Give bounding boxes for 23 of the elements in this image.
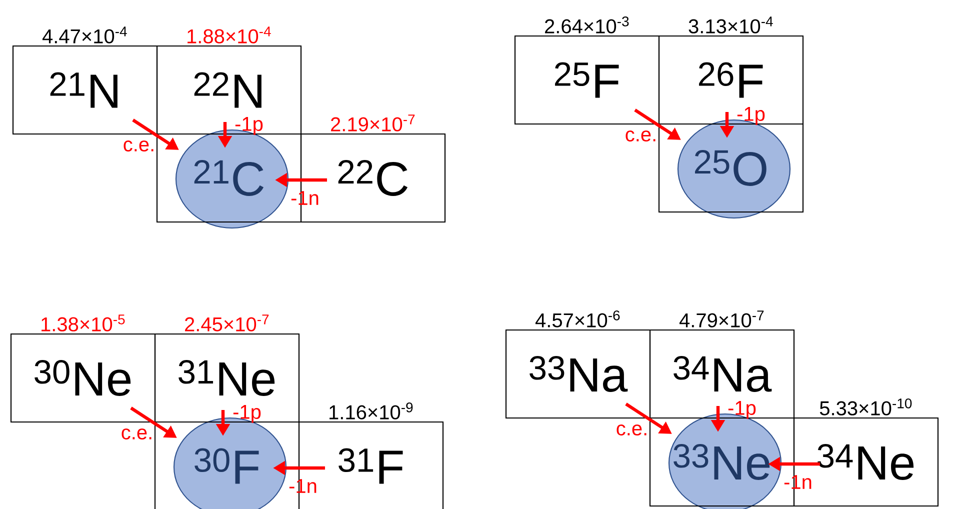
edge-label: c.e. <box>616 424 646 436</box>
value-label: 3.13×10$^{-4}$ <box>688 16 773 34</box>
value-label: 4.47×10$^{-4}$ <box>42 26 127 44</box>
edge-label: c.e. <box>626 130 656 142</box>
value-label: 1.38×10$^{-5}$ <box>42 314 125 332</box>
nuclide-box: $^{33}$Na <box>505 329 651 419</box>
value-label: 5.33×10$^{-10}$ <box>820 398 912 416</box>
value-label: 2.45×10$^{-7}$ <box>185 314 269 332</box>
value-label: 1.16×10$^{-9}$ <box>330 402 413 420</box>
value-label: 4.79×10$^{-7}$ <box>679 310 764 328</box>
edge-label: c.e. <box>124 140 154 152</box>
nuclide-box: $^{30}$Ne <box>10 333 156 423</box>
value-label: 2.64×10$^{-3}$ <box>545 16 629 34</box>
value-label: 4.57×10$^{-6}$ <box>535 310 620 328</box>
edge-label: -1p <box>728 401 756 419</box>
edge-label: -1p <box>737 107 765 125</box>
edge-label: c.e. <box>122 428 152 440</box>
nuclide-box: $^{25}$F <box>514 35 660 125</box>
edge-label: -1p <box>233 405 261 423</box>
value-label: 2.19×10$^{-7}$ <box>331 114 415 132</box>
value-label: 1.88×10$^{-4}$ <box>188 26 271 44</box>
edge-label: -1p <box>235 117 263 135</box>
nuclide-box: $^{21}$N <box>12 45 158 135</box>
